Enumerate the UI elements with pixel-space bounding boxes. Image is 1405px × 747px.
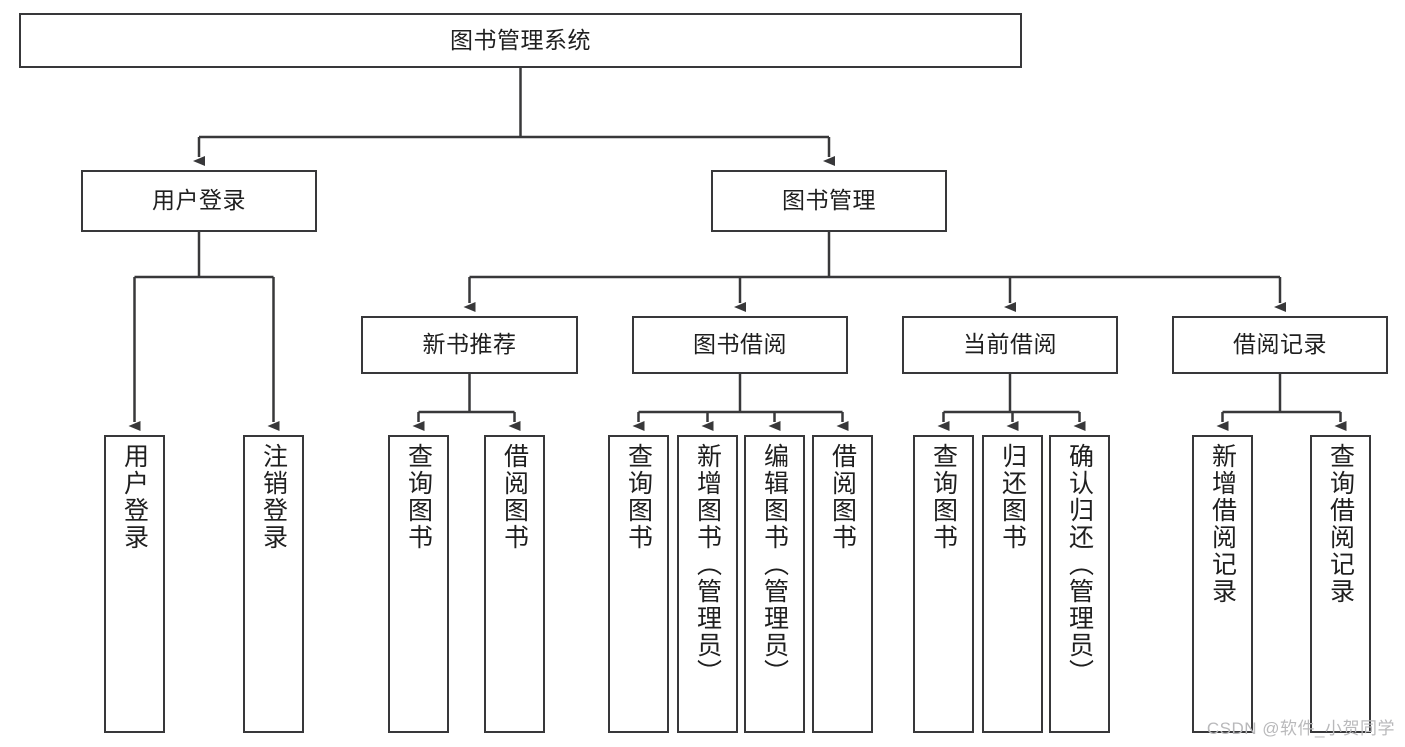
node-current_borrow[interactable]: 当前借阅 bbox=[902, 316, 1118, 374]
node-label: 借阅记录 bbox=[1233, 331, 1327, 358]
node-label: 确认归还（管理员） bbox=[1065, 443, 1094, 686]
node-label: 当前借阅 bbox=[963, 331, 1057, 358]
node-label: 新增图书（管理员） bbox=[693, 443, 722, 686]
node-label: 借阅图书 bbox=[828, 443, 857, 551]
node-leaf_query_3[interactable]: 查询图书 bbox=[913, 435, 974, 733]
node-leaf_return[interactable]: 归还图书 bbox=[982, 435, 1043, 733]
node-label: 图书借阅 bbox=[693, 331, 787, 358]
node-label: 编辑图书（管理员） bbox=[760, 443, 789, 686]
node-leaf_query_1[interactable]: 查询图书 bbox=[388, 435, 449, 733]
node-leaf_borrow_2[interactable]: 借阅图书 bbox=[812, 435, 873, 733]
node-leaf_logout[interactable]: 注销登录 bbox=[243, 435, 304, 733]
node-user_login[interactable]: 用户登录 bbox=[81, 170, 317, 232]
node-label: 图书管理系统 bbox=[450, 26, 591, 53]
node-label: 用户登录 bbox=[120, 443, 149, 551]
node-label: 查询图书 bbox=[929, 443, 958, 551]
node-book_mgmt[interactable]: 图书管理 bbox=[711, 170, 947, 232]
node-borrow_record[interactable]: 借阅记录 bbox=[1172, 316, 1388, 374]
csdn-watermark: CSDN @软件_小贺同学 bbox=[1206, 719, 1395, 738]
node-label: 查询借阅记录 bbox=[1326, 443, 1355, 605]
node-label: 新增借阅记录 bbox=[1208, 443, 1237, 605]
node-label: 归还图书 bbox=[998, 443, 1027, 551]
node-leaf_confirm[interactable]: 确认归还（管理员） bbox=[1049, 435, 1110, 733]
node-leaf_borrow_1[interactable]: 借阅图书 bbox=[484, 435, 545, 733]
node-label: 注销登录 bbox=[259, 443, 288, 551]
node-label: 图书管理 bbox=[782, 187, 876, 214]
node-label: 用户登录 bbox=[152, 187, 246, 214]
node-new_book_rec[interactable]: 新书推荐 bbox=[361, 316, 578, 374]
node-label: 借阅图书 bbox=[500, 443, 529, 551]
node-label: 查询图书 bbox=[624, 443, 653, 551]
node-leaf_user_login[interactable]: 用户登录 bbox=[104, 435, 165, 733]
node-leaf_qry_record[interactable]: 查询借阅记录 bbox=[1310, 435, 1371, 733]
node-leaf_add_book[interactable]: 新增图书（管理员） bbox=[677, 435, 738, 733]
node-label: 查询图书 bbox=[404, 443, 433, 551]
node-book_borrow[interactable]: 图书借阅 bbox=[632, 316, 848, 374]
node-leaf_query_2[interactable]: 查询图书 bbox=[608, 435, 669, 733]
node-leaf_edit_book[interactable]: 编辑图书（管理员） bbox=[744, 435, 805, 733]
node-root[interactable]: 图书管理系统 bbox=[19, 13, 1022, 68]
node-label: 新书推荐 bbox=[422, 331, 517, 358]
node-leaf_add_record[interactable]: 新增借阅记录 bbox=[1192, 435, 1253, 733]
